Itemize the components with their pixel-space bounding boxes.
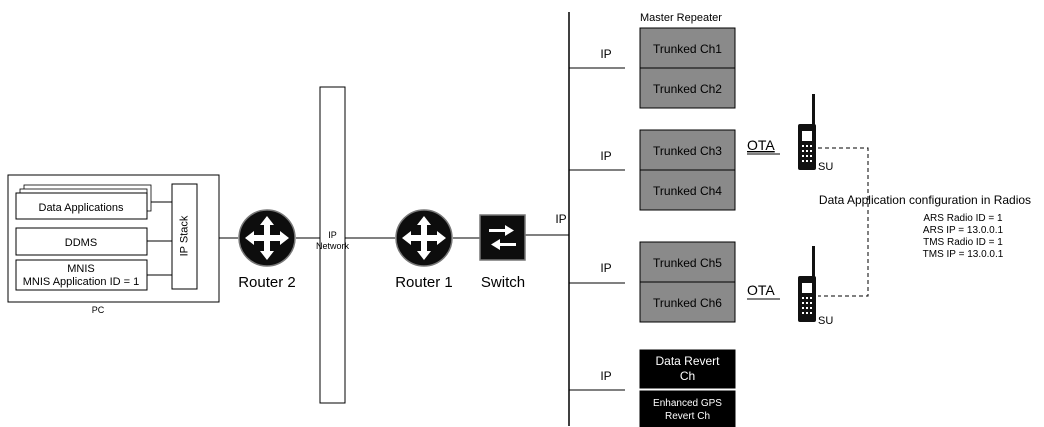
pc-label: PC: [92, 305, 105, 315]
pc-group: Data Applications DDMS MNIS MNIS Applica…: [7, 174, 220, 315]
config-line-1: ARS Radio ID = 1: [923, 213, 1003, 224]
data-applications-box: [15, 192, 148, 220]
channel-label-5: Trunked Ch5: [653, 256, 722, 270]
data-applications-label: Data Applications: [39, 202, 124, 214]
router1-label: Router 1: [395, 274, 453, 291]
ip-network-label-line2: Network: [316, 241, 350, 251]
radio-top-icon: [798, 94, 816, 170]
data-revert-label-line1: Data Revert: [655, 354, 720, 368]
branch-ip-label-3: IP: [600, 261, 611, 275]
channel-label-4: Trunked Ch4: [653, 184, 722, 198]
master-repeater-title: Master Repeater: [640, 12, 722, 24]
router1-icon: [395, 209, 453, 267]
router2-icon: [238, 209, 296, 267]
config-line-2: ARS IP = 13.0.0.1: [923, 225, 1004, 236]
config-dashed-bracket: [818, 147, 869, 297]
switch-ip-label: IP: [555, 212, 566, 226]
config-title: Data Application configuration in Radios: [819, 193, 1031, 207]
channel-box-6: [639, 281, 736, 323]
mnis-app-id: MNIS Application ID = 1: [23, 276, 139, 288]
su-label-top: SU: [818, 161, 833, 173]
ddms-label: DDMS: [65, 237, 97, 249]
ip-network-label-line1: IP: [328, 230, 337, 240]
mnis-box: [15, 259, 148, 291]
ip-stack-box: [171, 183, 198, 290]
branch-ip-label-2: IP: [600, 149, 611, 163]
branch-ip-label-4: IP: [600, 369, 611, 383]
mnis-title: MNIS: [67, 263, 95, 275]
data-revert-label-line2: Ch: [680, 369, 695, 383]
channel-box-5: [639, 241, 736, 283]
switch-icon: [479, 214, 526, 261]
data-revert-box: [639, 349, 736, 389]
su-label-bottom: SU: [818, 315, 833, 327]
channel-label-3: Trunked Ch3: [653, 144, 722, 158]
channel-label-1: Trunked Ch1: [653, 42, 722, 56]
channel-label-6: Trunked Ch6: [653, 296, 722, 310]
ip-network-box: [319, 86, 346, 404]
enhanced-gps-box: [639, 390, 736, 427]
ota-label-top: OTA: [747, 137, 775, 153]
router2-label: Router 2: [238, 274, 296, 291]
enhanced-gps-label-line2: Revert Ch: [665, 411, 710, 422]
radio-bottom-icon: [798, 246, 816, 322]
channel-box-4: [639, 169, 736, 211]
config-line-3: TMS Radio ID = 1: [923, 237, 1003, 248]
switch-label: Switch: [481, 274, 525, 291]
ddms-box: [15, 227, 148, 256]
ip-stack-label: IP Stack: [178, 215, 190, 256]
channel-box-3: [639, 129, 736, 171]
channel-label-2: Trunked Ch2: [653, 82, 722, 96]
branch-ip-label-1: IP: [600, 47, 611, 61]
channel-box-1: [639, 27, 736, 69]
config-line-4: TMS IP = 13.0.0.1: [923, 249, 1004, 260]
channel-box-2: [639, 67, 736, 109]
enhanced-gps-label-line1: Enhanced GPS: [653, 398, 722, 409]
ota-label-bottom: OTA: [747, 282, 775, 298]
